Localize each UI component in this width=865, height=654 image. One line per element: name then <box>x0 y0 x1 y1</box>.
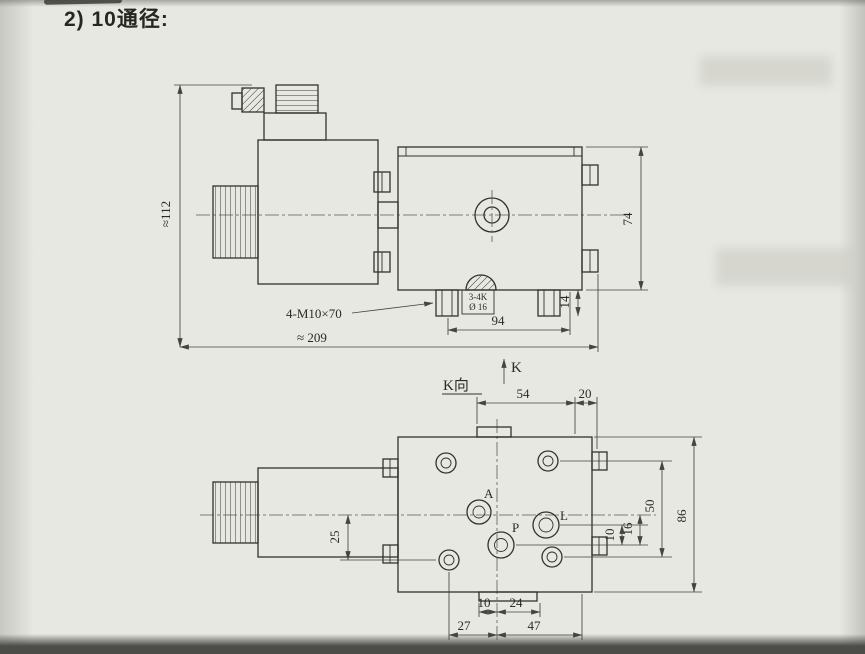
k-view-label: K向 <box>443 377 469 394</box>
dim-height-total: ≈112 <box>158 201 173 227</box>
side-view-dimensions: ≈112 ≈ 209 74 94 14 <box>158 84 648 352</box>
electrical-connector <box>231 84 327 141</box>
k-direction-view: K K向 <box>200 358 656 641</box>
port-a: A <box>466 486 494 525</box>
hatched-port-section <box>465 274 497 291</box>
solenoid-end-cap <box>212 185 259 259</box>
mounting-studs <box>435 289 561 317</box>
port-p-label: P <box>512 520 519 535</box>
mounting-bolt-label: 4-M10×70 <box>286 306 342 321</box>
dim-height-body: 74 <box>620 212 635 226</box>
dim-bottom-10: 10 <box>478 595 491 610</box>
k-arrow-label: K <box>511 360 522 376</box>
port-p: P <box>487 520 519 559</box>
dim-bottom-24: 24 <box>510 595 524 610</box>
valve-body <box>397 146 583 291</box>
dim-right-16: 16 <box>620 522 635 536</box>
scan-ghosting-smudge <box>716 248 854 286</box>
dim-width-total: ≈ 209 <box>297 330 327 345</box>
dim-bottom-27: 27 <box>458 618 472 633</box>
scan-ghosting-smudge <box>700 56 832 86</box>
dim-right-10: 10 <box>602 529 617 542</box>
dim-left-25: 25 <box>327 531 342 544</box>
port-a-label: A <box>484 486 494 501</box>
side-view-solenoid-valve: 3-4K Ø 16 4-M10×70 <box>196 84 630 321</box>
section-title: 2) 10通径: <box>64 8 169 31</box>
dim-port-height: 14 <box>557 295 572 309</box>
dim-top-20: 20 <box>579 386 592 401</box>
dim-right-50: 50 <box>642 500 657 513</box>
k-view-dimensions: 54 20 25 10 16 50 86 1 <box>327 386 702 640</box>
port-l-label: L <box>560 508 568 523</box>
dim-right-86: 86 <box>674 509 689 523</box>
solenoid-body <box>257 139 379 285</box>
dim-width-ports: 94 <box>492 313 506 328</box>
port-spec-count: 3-4K <box>469 292 488 302</box>
top-boss <box>476 426 512 438</box>
mounting-ears <box>373 164 599 273</box>
dim-top-54: 54 <box>517 386 531 401</box>
port-l: L <box>532 508 568 539</box>
mounting-holes <box>435 450 563 571</box>
bottom-boss <box>478 591 538 602</box>
dim-bottom-47: 47 <box>528 618 542 633</box>
port-spec-diameter: Ø 16 <box>469 302 487 312</box>
solenoid-end-cap-kview <box>212 481 259 544</box>
port-spec-callout: 3-4K Ø 16 <box>461 289 495 315</box>
